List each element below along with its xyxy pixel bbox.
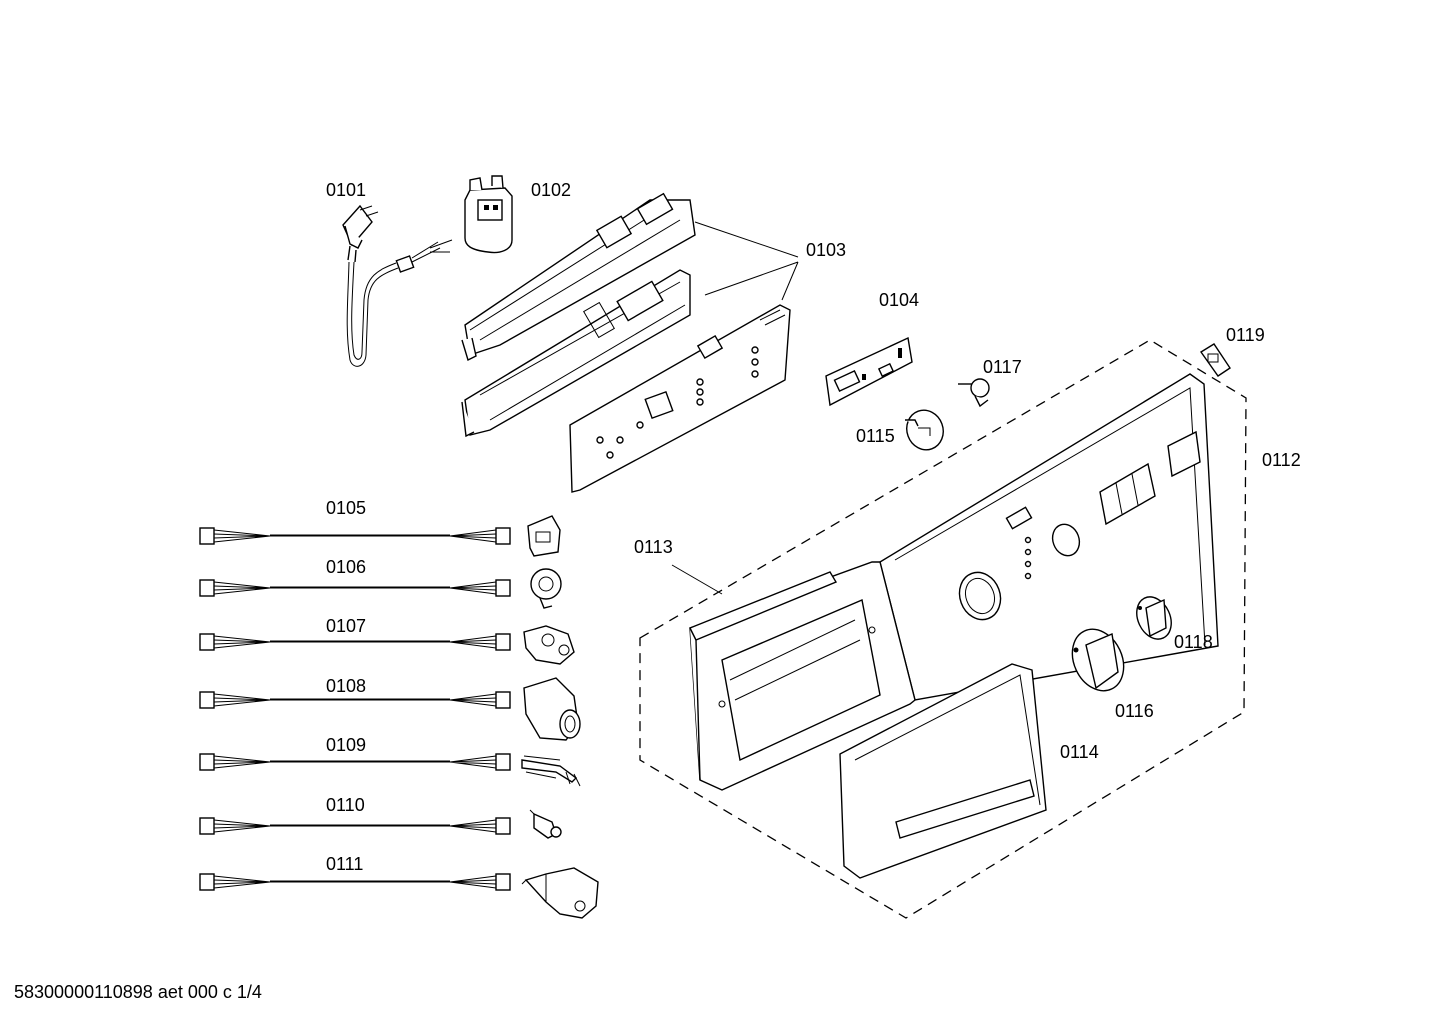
part-0111-harness[interactable] bbox=[199, 873, 511, 891]
label-0117: 0117 bbox=[983, 357, 1022, 377]
part-0112-control-panel-assembly-outline bbox=[639, 339, 1247, 919]
part-0117-shaft[interactable] bbox=[958, 378, 990, 408]
part-0119-clip[interactable] bbox=[1199, 343, 1231, 377]
part-0104-display-board[interactable] bbox=[825, 336, 913, 407]
document-code: 58300000110898 aet 000 c 1/4 bbox=[14, 982, 262, 1002]
label-0105: 0105 bbox=[326, 498, 366, 518]
part-0112-control-panel-fascia[interactable] bbox=[879, 373, 1219, 701]
part-0116-program-knob[interactable] bbox=[1063, 621, 1134, 699]
label-0102: 0102 bbox=[531, 180, 571, 200]
label-0111: 0111 bbox=[326, 854, 363, 874]
part-0108-harness[interactable] bbox=[199, 691, 511, 709]
label-0106: 0106 bbox=[326, 557, 366, 577]
part-0102-interference-filter[interactable] bbox=[464, 175, 513, 254]
label-0118: 0118 bbox=[1174, 632, 1213, 652]
part-0105-component-door-lock[interactable] bbox=[527, 515, 561, 557]
part-0114-drawer-handle[interactable] bbox=[839, 663, 1047, 879]
label-0103: 0103 bbox=[806, 240, 846, 260]
part-0108-component-drain-pump[interactable] bbox=[523, 677, 581, 741]
label-0113: 0113 bbox=[634, 537, 673, 557]
part-0109-component-heater[interactable] bbox=[521, 755, 581, 787]
part-0113-panel-frame[interactable] bbox=[671, 561, 916, 791]
label-0112: 0112 bbox=[1262, 450, 1301, 470]
part-0107-harness[interactable] bbox=[199, 633, 511, 651]
label-0107: 0107 bbox=[326, 616, 366, 636]
part-0109-harness[interactable] bbox=[199, 753, 511, 771]
label-0116: 0116 bbox=[1115, 701, 1154, 721]
label-0104: 0104 bbox=[879, 290, 919, 310]
label-0110: 0110 bbox=[326, 795, 365, 815]
part-0106-harness[interactable] bbox=[199, 579, 511, 597]
label-0119: 0119 bbox=[1226, 325, 1265, 345]
part-0107-component-valve[interactable] bbox=[523, 625, 575, 665]
part-0101-power-cord[interactable] bbox=[342, 204, 453, 367]
part-0106-component-pressure-switch[interactable] bbox=[530, 568, 562, 609]
part-0118-small-knob[interactable] bbox=[1130, 591, 1178, 644]
part-0105-harness[interactable] bbox=[199, 527, 511, 545]
label-0108: 0108 bbox=[326, 676, 366, 696]
label-0109: 0109 bbox=[326, 735, 366, 755]
part-0110-component-sensor[interactable] bbox=[529, 809, 562, 839]
part-0103-control-module[interactable] bbox=[461, 192, 799, 493]
label-0115: 0115 bbox=[856, 426, 895, 446]
label-0101: 0101 bbox=[326, 180, 366, 200]
part-0110-harness[interactable] bbox=[199, 817, 511, 835]
label-0114: 0114 bbox=[1060, 742, 1099, 762]
part-0115-program-selector-disc[interactable] bbox=[901, 405, 949, 455]
part-0111-component-inlet-valve[interactable] bbox=[521, 867, 599, 919]
